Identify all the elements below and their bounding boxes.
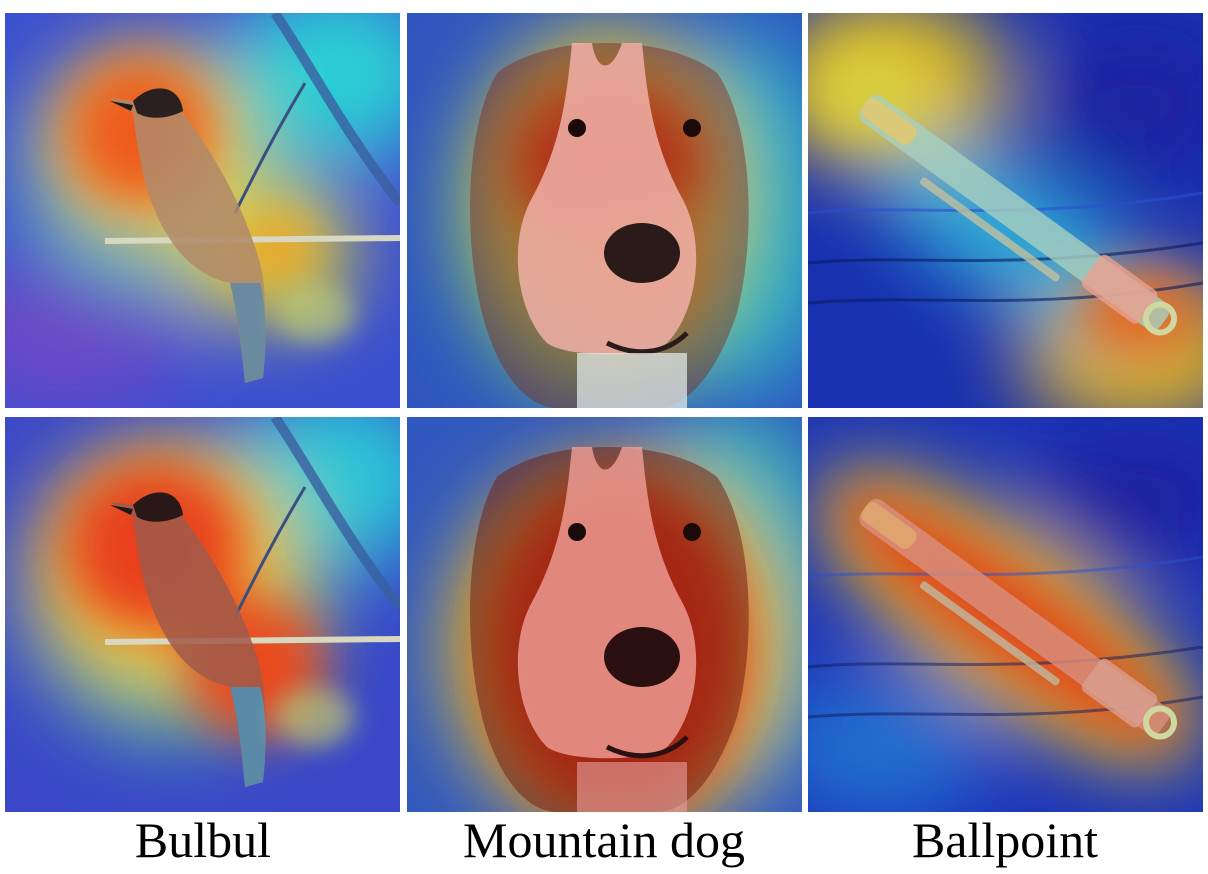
ballpoint-heatmap-bottom	[808, 417, 1203, 812]
caption-ballpoint: Ballpoint	[911, 812, 1099, 868]
ballpoint-heatmap-top	[808, 13, 1203, 408]
bulbul-heatmap-top	[5, 13, 400, 408]
caption-mountain-dog: Mountain dog	[463, 812, 745, 868]
mountain-dog-heatmap-top	[407, 13, 802, 408]
bulbul-heatmap-bottom	[5, 417, 400, 812]
caption-bulbul: Bulbul	[134, 812, 272, 868]
mountain-dog-heatmap-bottom	[407, 417, 802, 812]
